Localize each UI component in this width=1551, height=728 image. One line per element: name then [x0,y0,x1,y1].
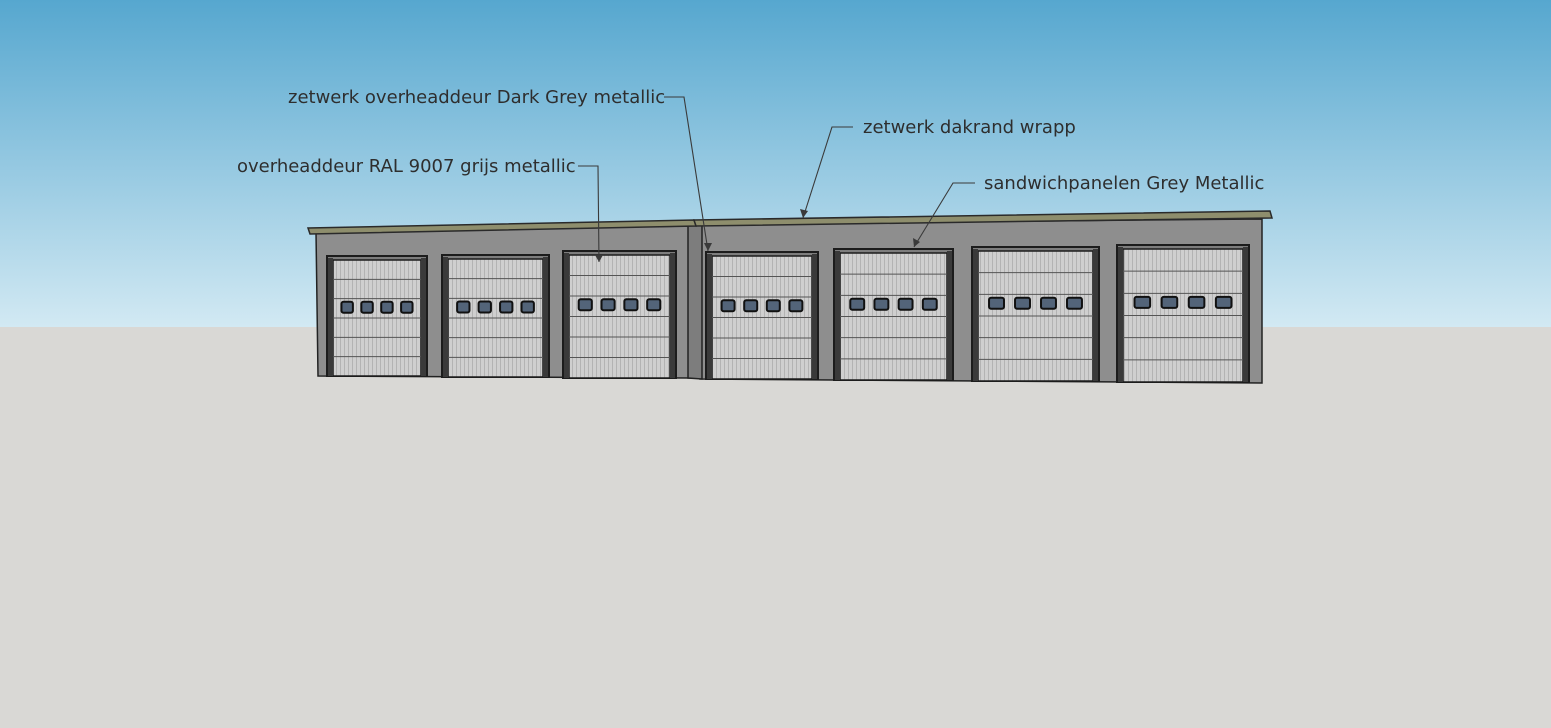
door-window [897,297,914,311]
leader-panels-arrow [913,238,920,247]
door-frame-post-right [1243,247,1248,382]
door-window [577,298,593,312]
door-window [340,300,354,314]
door-window [1040,296,1057,310]
door-window [743,299,759,313]
door-window [400,300,414,314]
door-window [380,300,394,314]
door-window [988,296,1005,310]
overhead-doors [326,244,1250,383]
garage-building[interactable] [306,210,1273,384]
door-window [1214,295,1233,309]
door-frame-post-right [670,253,675,378]
door-window [788,299,804,313]
door-frame-post-left [1118,247,1123,382]
door-window [623,298,639,312]
door-frame-post-left [564,253,569,378]
leader-roof-arrow [800,209,808,218]
dividing-column [687,223,703,380]
door-window [1014,296,1031,310]
overhead-door[interactable] [971,246,1100,382]
door-window [1066,296,1083,310]
door-window [600,298,616,312]
door-window [360,300,374,314]
roof-edge-right[interactable] [692,210,1273,227]
ground-plane [0,327,1551,728]
door-frame-post-left [707,254,712,379]
door-frame-post-right [947,251,952,380]
door-frame-post-right [812,254,817,379]
door-window [849,297,866,311]
door-window [1160,295,1179,309]
door-window [456,300,471,314]
leader-panels [913,182,975,248]
door-window [873,297,890,311]
door-window [1133,295,1152,309]
overhead-door[interactable] [441,254,550,378]
label-frame-material[interactable]: zetwerk overheaddeur Dark Grey metallic [288,87,666,108]
door-window [646,298,662,312]
label-panel-material[interactable]: sandwichpanelen Grey Metallic [984,173,1265,194]
door-frame-post-left [443,257,448,377]
leader-roof [802,126,853,219]
door-window [499,300,514,314]
door-window [765,299,781,313]
leader-frame [664,96,709,252]
label-roof-edge-material[interactable]: zetwerk dakrand wrapp [863,117,1076,138]
door-frame-post-right [1093,249,1098,381]
overhead-door[interactable] [833,248,954,381]
overhead-door[interactable] [705,251,819,380]
door-window [921,297,938,311]
leader-lines [578,96,975,263]
door-frame-post-left [973,249,978,381]
door-window [477,300,492,314]
leader-frame-arrow [704,243,712,251]
label-door-material[interactable]: overheaddeur RAL 9007 grijs metallic [237,156,576,177]
door-frame-post-left [835,251,840,380]
door-frame-post-right [543,257,548,377]
door-frame-post-left [328,258,333,376]
leader-door-arrow [595,255,603,262]
leader-door [578,165,600,263]
door-window [1187,295,1206,309]
overhead-door[interactable] [326,255,428,377]
door-window [720,299,736,313]
door-frame-post-right [421,258,426,376]
overhead-door[interactable] [562,250,677,379]
overhead-door[interactable] [1116,244,1250,383]
door-window [520,300,535,314]
